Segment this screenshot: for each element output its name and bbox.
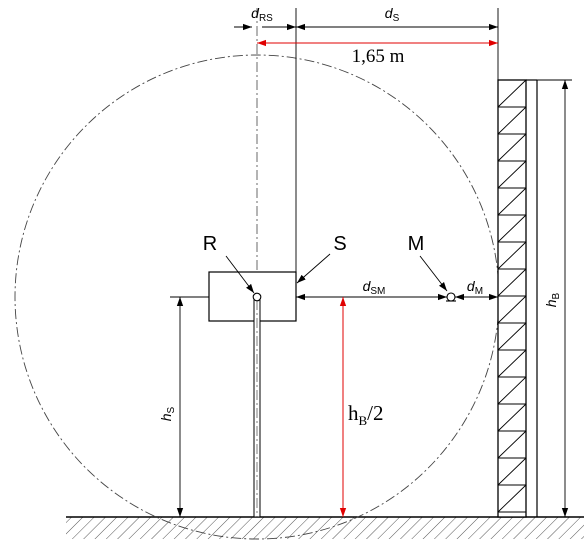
label-d-s: dS xyxy=(385,5,400,24)
label-h-s: hS xyxy=(158,406,177,421)
label-point-s: S xyxy=(333,233,346,255)
pointer-r xyxy=(225,255,255,294)
label-d-m: dM xyxy=(467,278,483,297)
label-point-r: R xyxy=(203,233,217,255)
sound-source-box xyxy=(208,271,297,322)
wall xyxy=(497,79,538,518)
pointer-s xyxy=(296,253,331,284)
reference-point-r xyxy=(252,292,262,302)
label-h-b-half: hB/2 xyxy=(348,401,384,428)
microphone-icon xyxy=(446,292,456,302)
ground xyxy=(66,516,584,539)
label-h-b: hB xyxy=(543,292,562,307)
label-point-m: M xyxy=(408,233,425,255)
label-distance-value: 1,65 m xyxy=(352,46,405,67)
label-d-rs: dRS xyxy=(251,5,273,24)
label-d-sm: dSM xyxy=(363,278,386,297)
pointer-m xyxy=(419,255,448,292)
